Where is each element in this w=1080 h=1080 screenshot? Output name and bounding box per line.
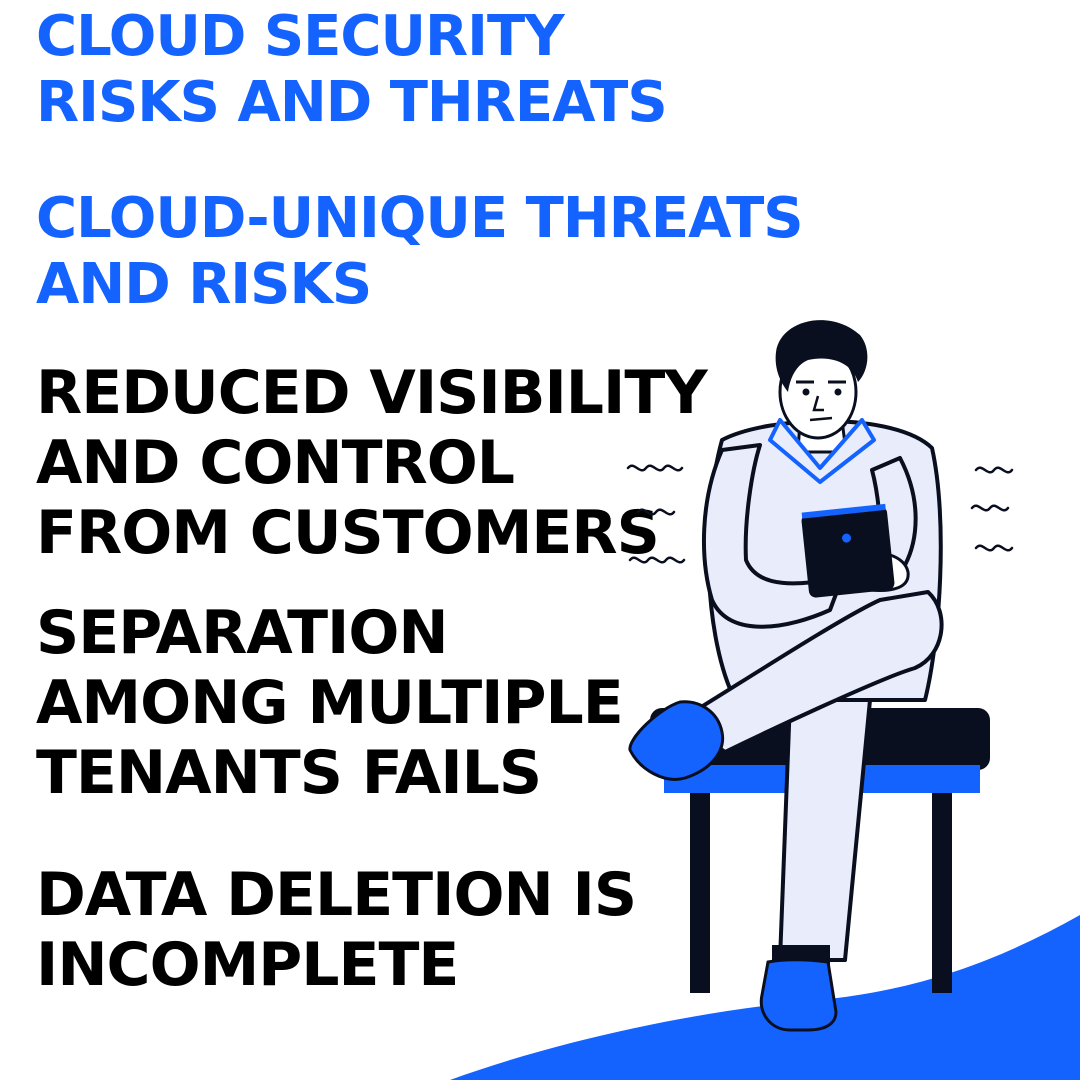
threat-item-visibility: REDUCED VISIBILITY AND CONTROL FROM CUST…: [36, 358, 708, 568]
threat-item-data-deletion: DATA DELETION IS INCOMPLETE: [36, 860, 637, 1000]
left-arm: [702, 443, 844, 629]
tablet-icon: [801, 503, 895, 598]
hair: [775, 320, 868, 392]
back-leg: [778, 698, 872, 962]
threat-item-tenant-separation: SEPARATION AMONG MULTIPLE TENANTS FAILS: [36, 598, 624, 808]
stress-squiggle-icon: [626, 464, 686, 564]
back-shoe: [759, 958, 838, 1032]
crossed-leg: [678, 590, 944, 754]
collar: [768, 418, 876, 484]
stress-squiggle-icon: [970, 466, 1014, 552]
page-title: CLOUD SECURITY RISKS AND THREATS: [36, 4, 668, 135]
section-subtitle: CLOUD-UNIQUE THREATS AND RISKS: [36, 186, 804, 317]
front-shoe: [628, 700, 725, 781]
blue-hill-shape: [450, 915, 1080, 1080]
